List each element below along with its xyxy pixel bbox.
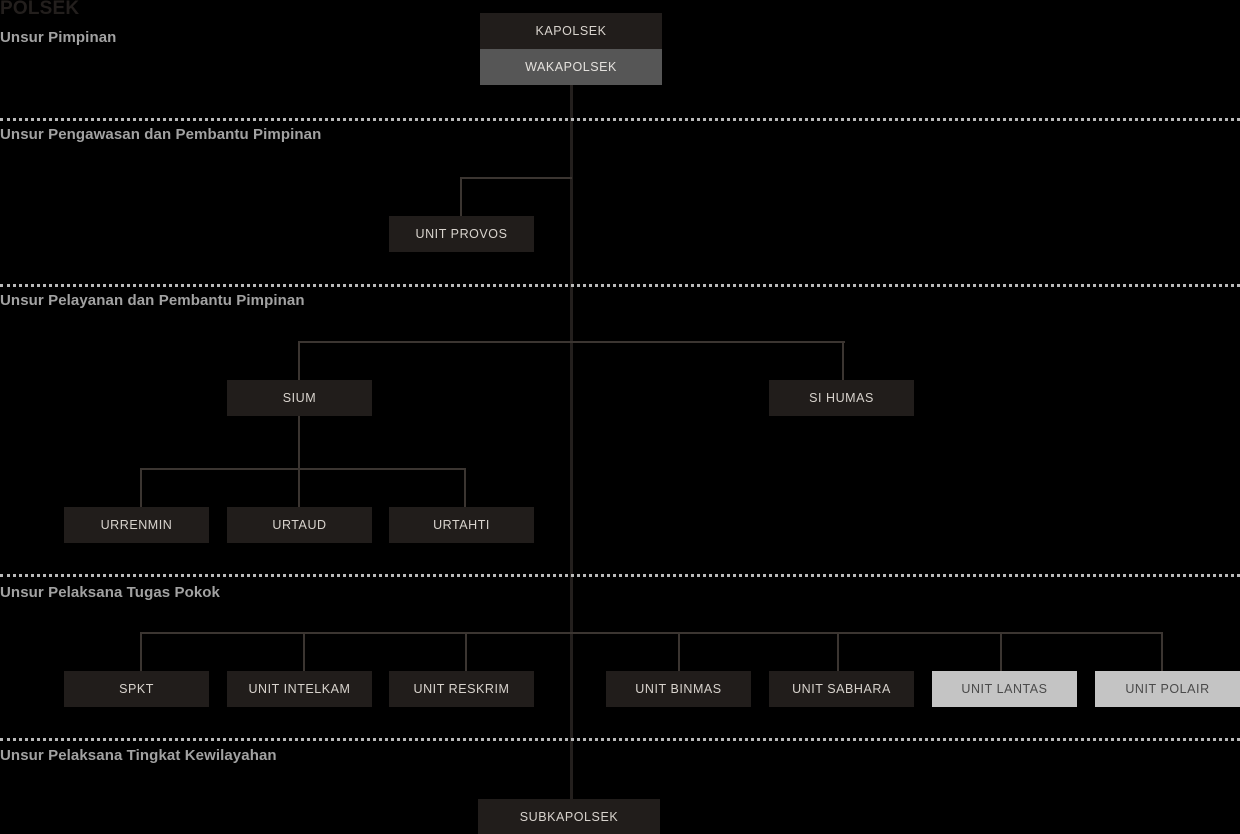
section-label-unsur-pelayanan: Unsur Pelayanan dan Pembantu Pimpinan [0, 292, 305, 309]
node-unit-lantas[interactable]: UNIT LANTAS [932, 671, 1077, 707]
node-unit-polair[interactable]: UNIT POLAIR [1095, 671, 1240, 707]
connector-sium-drop [298, 341, 300, 380]
connector-intelkam-drop [303, 632, 305, 671]
section-divider-2 [0, 284, 1240, 287]
node-unit-intelkam[interactable]: UNIT INTELKAM [227, 671, 372, 707]
node-urtahti[interactable]: URTAHTI [389, 507, 534, 543]
connector-binmas-drop [678, 632, 680, 671]
node-spkt[interactable]: SPKT [64, 671, 209, 707]
connector-provos-vertical [460, 177, 462, 216]
node-kapolsek[interactable]: KAPOLSEK [480, 13, 662, 49]
connector-provos-horizontal [460, 177, 572, 179]
section-divider-3 [0, 574, 1240, 577]
page-title: POLSEK [0, 0, 80, 19]
node-subkapolsek[interactable]: SUBKAPOLSEK [478, 799, 660, 834]
trunk-line-segment-1 [570, 85, 573, 180]
connector-polair-drop [1161, 632, 1163, 671]
trunk-line-segment-3 [570, 342, 573, 634]
connector-spkt-drop [140, 632, 142, 671]
connector-urtaud-drop [298, 468, 300, 507]
node-unit-reskrim[interactable]: UNIT RESKRIM [389, 671, 534, 707]
connector-reskrim-drop [465, 632, 467, 671]
section-label-unsur-pimpinan: Unsur Pimpinan [0, 29, 117, 46]
node-urtaud[interactable]: URTAUD [227, 507, 372, 543]
trunk-line-segment-2 [570, 180, 573, 342]
node-sium[interactable]: SIUM [227, 380, 372, 416]
connector-sium-children-bus [140, 468, 466, 470]
connector-urtahti-drop [464, 468, 466, 507]
section-divider-1 [0, 118, 1240, 121]
connector-si-humas-drop [842, 341, 844, 380]
node-si-humas[interactable]: SI HUMAS [769, 380, 914, 416]
node-urrenmin[interactable]: URRENMIN [64, 507, 209, 543]
connector-sabhara-drop [837, 632, 839, 671]
section-label-unsur-pelaksana-kewilayahan: Unsur Pelaksana Tingkat Kewilayahan [0, 747, 277, 764]
section-label-unsur-pengawasan: Unsur Pengawasan dan Pembantu Pimpinan [0, 126, 322, 143]
node-wakapolsek[interactable]: WAKAPOLSEK [480, 49, 662, 85]
section-divider-4 [0, 738, 1240, 741]
node-unit-binmas[interactable]: UNIT BINMAS [606, 671, 751, 707]
connector-tugas-pokok-bus [140, 632, 1162, 634]
trunk-line-segment-4 [570, 634, 573, 801]
connector-pelayanan-bus [298, 341, 845, 343]
node-unit-sabhara[interactable]: UNIT SABHARA [769, 671, 914, 707]
connector-sium-stem [298, 416, 300, 468]
node-unit-provos[interactable]: UNIT PROVOS [389, 216, 534, 252]
connector-urrenmin-drop [140, 468, 142, 507]
connector-lantas-drop [1000, 632, 1002, 671]
section-label-unsur-pelaksana-tugas-pokok: Unsur Pelaksana Tugas Pokok [0, 584, 221, 601]
